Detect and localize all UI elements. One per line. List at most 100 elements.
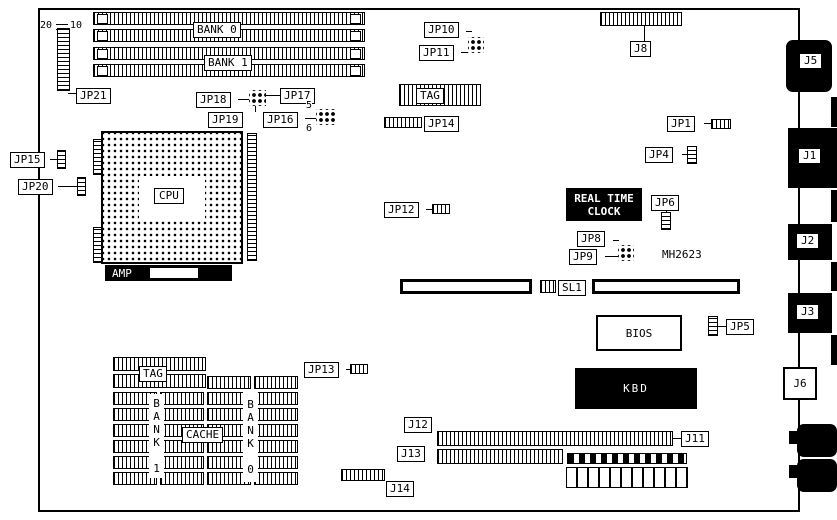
jp4-label: JP4 xyxy=(645,147,673,163)
jp8-jp9-jumper-block xyxy=(618,245,634,261)
jp12-label: JP12 xyxy=(384,202,419,218)
pin-5-label: 5 xyxy=(306,100,313,111)
jp5-jumper xyxy=(708,316,718,336)
leader-line xyxy=(266,95,280,96)
cache-chip xyxy=(113,472,157,485)
jp10-label: JP10 xyxy=(424,22,459,38)
cache-chip xyxy=(254,392,298,405)
rtc-label-line2: CLOCK xyxy=(587,204,621,218)
pin-10-label: 10 xyxy=(70,20,83,31)
leader-line xyxy=(682,154,687,155)
header-pin-row xyxy=(567,453,687,464)
jp16-label: JP16 xyxy=(263,112,298,128)
j14-label: J14 xyxy=(386,481,414,497)
jp10-jp11-jumper-block xyxy=(468,37,484,53)
bank0-memory-label: BANK 0 xyxy=(193,22,241,38)
jp21-label: JP21 xyxy=(76,88,111,104)
cache-chip xyxy=(254,408,298,421)
pin-6-label: 6 xyxy=(306,123,313,134)
audio-jack xyxy=(797,459,837,492)
rtc-chip: REAL TIME CLOCK xyxy=(566,188,642,221)
tag-bottom-label: TAG xyxy=(139,366,167,382)
jp20-label: JP20 xyxy=(18,179,53,195)
j3-label: J3 xyxy=(796,304,820,320)
pin-20-label: 20 xyxy=(40,20,53,31)
edge-bracket xyxy=(831,97,837,127)
jp12-jumper xyxy=(432,204,450,214)
jp17-jp18-jumper-block xyxy=(249,90,266,106)
jp18-label: JP18 xyxy=(196,92,231,108)
jp4-jumper xyxy=(687,146,697,164)
j13-label: J13 xyxy=(397,446,425,462)
bios-chip: BIOS xyxy=(596,315,682,351)
j8-connector xyxy=(600,12,682,26)
jp11-label: JP11 xyxy=(419,45,454,61)
j6-connector: J6 xyxy=(783,367,817,400)
tag-top-label: TAG xyxy=(416,88,444,104)
jp15-label: JP15 xyxy=(10,152,45,168)
jp6-jumper xyxy=(661,212,671,230)
j14-connector xyxy=(341,469,385,481)
leader-line xyxy=(613,240,619,241)
jp6-label: JP6 xyxy=(651,195,679,211)
leader-line xyxy=(673,438,681,439)
leader-line xyxy=(466,31,472,32)
cache-chip xyxy=(160,392,204,405)
jp20-jumper xyxy=(77,177,86,196)
expansion-slot xyxy=(400,279,532,294)
jp8-label: JP8 xyxy=(577,231,605,247)
cpu-socket xyxy=(101,131,243,264)
cache-chip xyxy=(160,408,204,421)
bank0-cache-label: BANK 0 xyxy=(243,392,258,482)
jp5-label: JP5 xyxy=(726,319,754,335)
audio-jack-tab xyxy=(789,465,798,478)
audio-jack-tab xyxy=(789,431,798,444)
jp1-label: JP1 xyxy=(667,116,695,132)
cache-chip xyxy=(254,424,298,437)
leader-line xyxy=(238,99,249,100)
jp17-label: JP17 xyxy=(280,88,315,104)
kbd-label: KBD xyxy=(623,382,649,395)
sl1-connector xyxy=(540,280,556,293)
cache-chip xyxy=(160,472,204,485)
sl1-label: SL1 xyxy=(558,280,586,296)
bank1-cache-label: BANK 1 xyxy=(149,394,164,478)
leader-line xyxy=(50,159,57,160)
j2-label: J2 xyxy=(796,233,820,249)
jp14-connector xyxy=(384,117,422,128)
j13-connector xyxy=(437,449,563,464)
cache-chip xyxy=(254,472,298,485)
amp-label: AMP xyxy=(112,266,132,280)
bios-label: BIOS xyxy=(625,326,653,340)
leader-line xyxy=(704,123,711,124)
jp9-label: JP9 xyxy=(569,249,597,265)
cache-chip xyxy=(160,456,204,469)
edge-bracket xyxy=(831,262,837,291)
cpu-right-strip xyxy=(247,133,257,261)
leader-line xyxy=(605,256,618,257)
edge-bracket xyxy=(831,190,837,222)
leader-line xyxy=(255,106,256,112)
jp1-jumper xyxy=(711,119,731,129)
jp13-label: JP13 xyxy=(304,362,339,378)
leader-line xyxy=(644,26,645,41)
bank1-memory-label: BANK 1 xyxy=(204,55,252,71)
jp13-jumper xyxy=(350,364,368,374)
kbd-connector: KBD xyxy=(575,368,697,409)
jp16-jumper-block xyxy=(316,109,336,125)
jp19-label: JP19 xyxy=(208,112,243,128)
leader-line xyxy=(461,52,468,53)
leader-line xyxy=(718,326,726,327)
j5-label: J5 xyxy=(799,53,823,69)
amp-chip: AMP xyxy=(105,265,232,281)
jp21-connector xyxy=(57,28,70,91)
j1-label: J1 xyxy=(798,148,822,164)
leader-line xyxy=(346,369,350,370)
audio-jack xyxy=(797,424,837,457)
leader-line xyxy=(68,93,77,94)
cpu-label: CPU xyxy=(154,188,184,204)
j11-label: J11 xyxy=(681,431,709,447)
cache-chip xyxy=(254,440,298,453)
j12-label: J12 xyxy=(404,417,432,433)
j12-connector xyxy=(437,431,673,446)
